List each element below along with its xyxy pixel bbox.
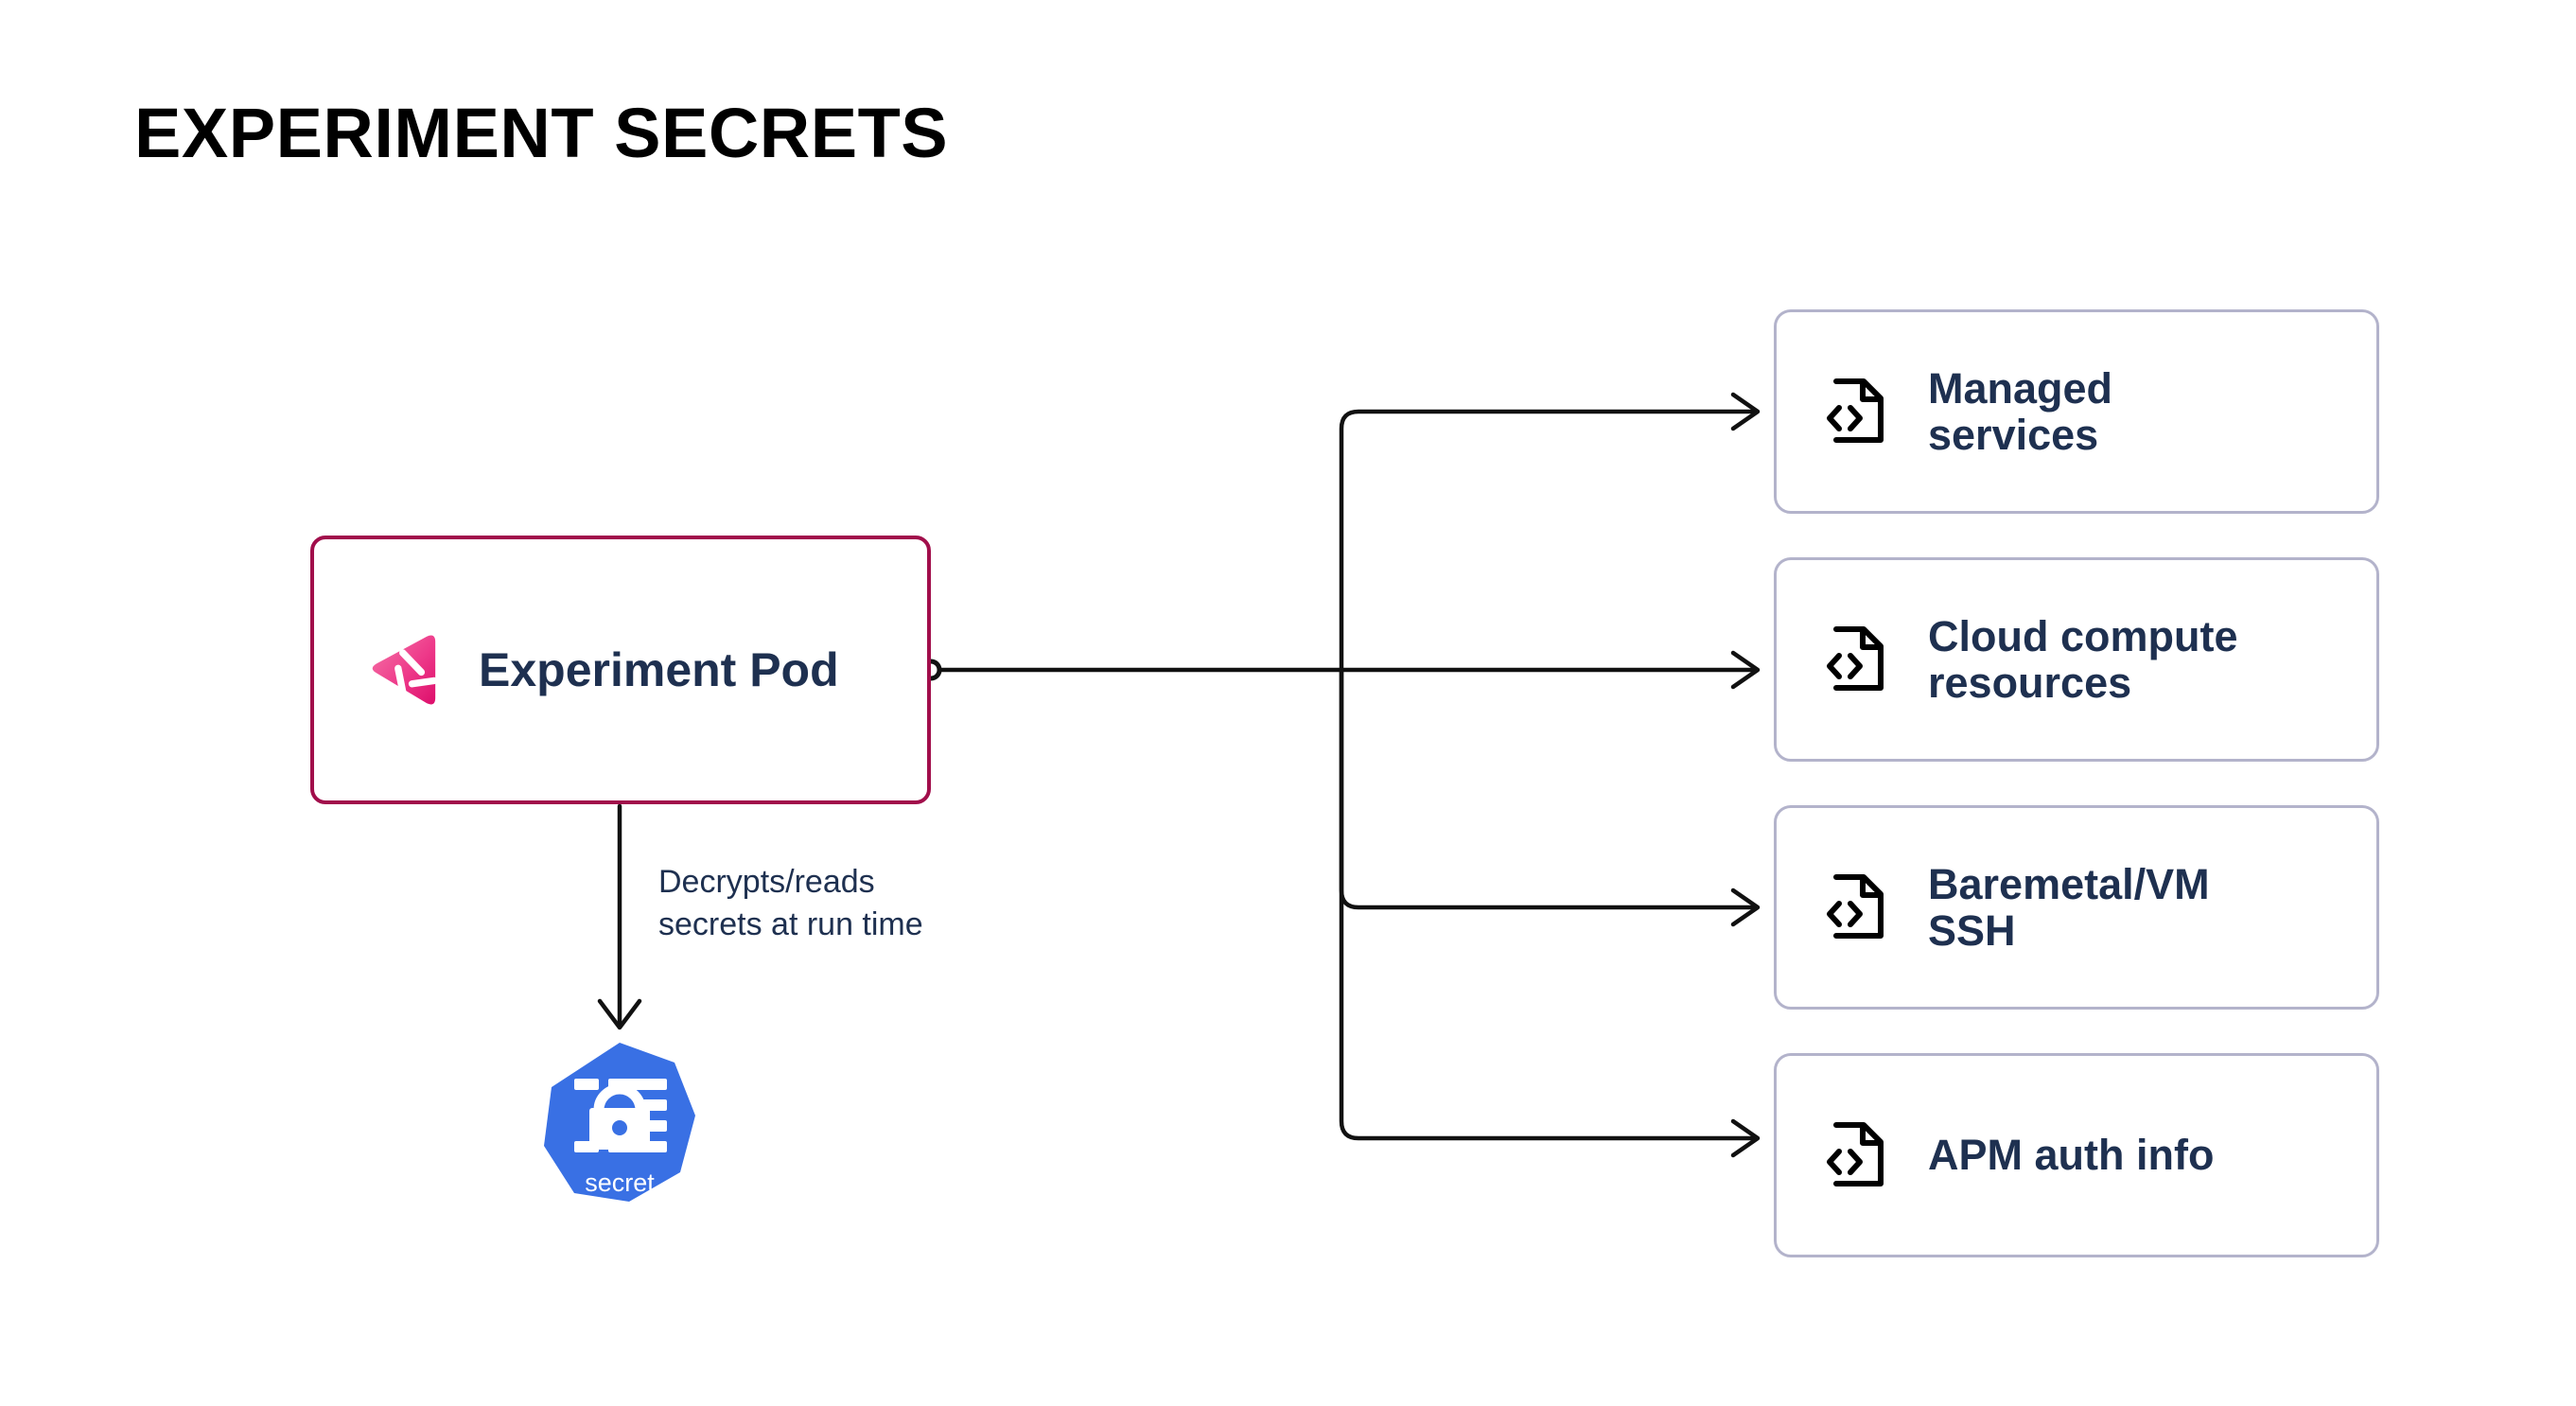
litmus-chaos-logo-icon: [372, 635, 438, 705]
experiment-pod-label: Experiment Pod: [479, 643, 839, 696]
resource-card-label: APM auth info: [1928, 1131, 2215, 1180]
kubernetes-secret-node[interactable]: secret: [538, 1040, 701, 1221]
file-code-icon: [1827, 378, 1884, 443]
secret-badge-label: secret: [585, 1169, 655, 1197]
kubernetes-secret-lock-icon: secret: [544, 1043, 695, 1202]
resource-card-label: Managed services: [1928, 363, 2113, 459]
arrow-right-icon: [1730, 1118, 1761, 1158]
resource-card-cloud-compute-resources[interactable]: Cloud compute resources: [1774, 557, 2379, 762]
arrow-right-icon: [1730, 888, 1761, 927]
file-code-icon: [1827, 874, 1884, 939]
edge-trunk-to-baremetal-ssh: [1339, 667, 1759, 910]
resource-card-baremetal-vm-ssh[interactable]: Baremetal/VM SSH: [1774, 805, 2379, 1010]
resource-card-apm-auth-info[interactable]: APM auth info: [1774, 1053, 2379, 1257]
arrow-down-icon: [597, 998, 642, 1030]
arrow-right-icon: [1730, 392, 1761, 431]
page-title: EXPERIMENT SECRETS: [134, 94, 949, 172]
arrow-right-icon: [1730, 650, 1761, 690]
edge-trunk-to-apm-auth: [1339, 667, 1759, 1141]
file-code-icon: [1827, 1122, 1884, 1186]
edge-caption-decrypts-reads-secrets: Decrypts/reads secrets at run time: [658, 864, 923, 942]
file-code-icon: [1827, 626, 1884, 691]
edge-trunk-to-managed-services: [1339, 409, 1759, 673]
experiment-pod-node[interactable]: Experiment Pod: [310, 536, 931, 804]
resource-card-label: Cloud compute resources: [1928, 611, 2238, 707]
resource-card-managed-services[interactable]: Managed services: [1774, 309, 2379, 514]
resource-card-label: Baremetal/VM SSH: [1928, 859, 2210, 955]
